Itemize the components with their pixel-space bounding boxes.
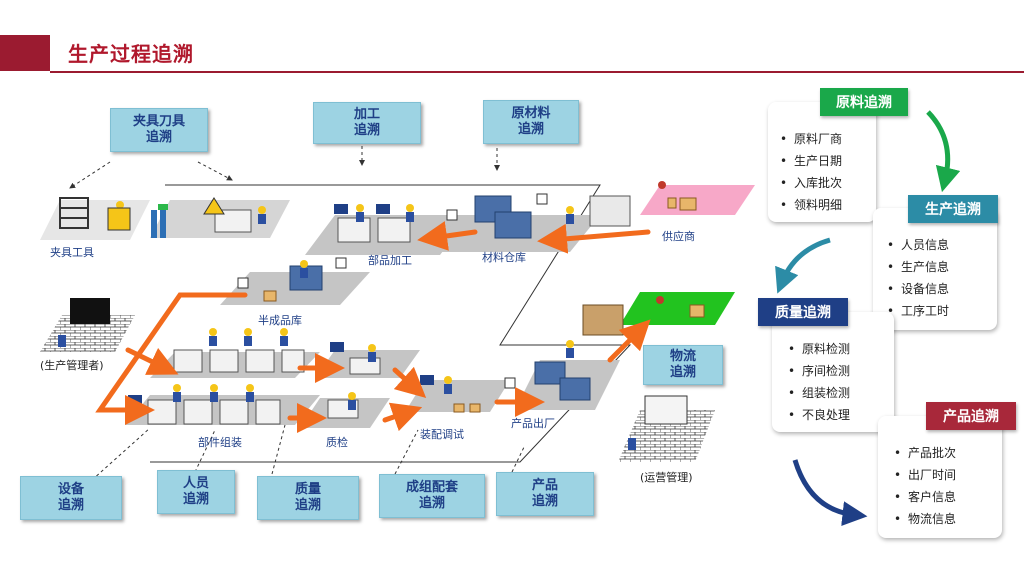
logistics-trace-line1: 物流 [669, 349, 696, 364]
label-semi-finished-warehouse: 半成品库 [258, 314, 302, 327]
logistics-trace-box: 物流追溯 [643, 345, 723, 385]
kitting-trace-line1: 成组配套 [405, 480, 458, 495]
personnel-trace-line1: 人员 [182, 476, 209, 491]
production-trace-card: 人员信息 生产信息 设备信息 工序工时 [873, 208, 997, 330]
material-trace-line2: 追溯 [517, 122, 544, 137]
product-trace-card: 产品批次 出厂时间 客户信息 物流信息 [878, 416, 1002, 538]
header-accent-bar [0, 35, 50, 71]
product-item-3: 客户信息 [894, 486, 956, 508]
fixture-trace-line1: 夹具刀具 [132, 114, 185, 129]
raw-material-trace-card: 原料厂商 生产日期 入库批次 领料明细 [768, 102, 876, 222]
machining-trace-box: 加工追溯 [313, 102, 421, 144]
raw-material-trace-title: 原料追溯 [820, 88, 908, 116]
quality-trace-card: 原料检测 序间检测 组装检测 不良处理 [772, 312, 894, 432]
material-trace-box: 原材料追溯 [483, 100, 579, 144]
kitting-trace-box: 成组配套追溯 [379, 474, 485, 518]
quality-trace-title: 质量追溯 [758, 298, 848, 326]
production-trace-title: 生产追溯 [908, 195, 998, 223]
label-parts-machining: 部品加工 [368, 254, 412, 267]
page-title: 生产过程追溯 [68, 42, 194, 66]
header-divider [50, 71, 1024, 73]
label-material-warehouse: 材料仓库 [482, 251, 526, 264]
logistics-trace-line2: 追溯 [669, 365, 696, 380]
product-trace-box: 产品追溯 [496, 472, 594, 516]
qual-item-2: 序间检测 [788, 360, 850, 382]
label-parts-assembly: 部件组装 [198, 436, 242, 449]
raw-item-2: 生产日期 [780, 150, 842, 172]
quality-trace-box: 质量追溯 [257, 476, 359, 520]
label-quality-inspection: 质检 [326, 436, 348, 449]
fixture-trace-line2: 追溯 [145, 130, 172, 145]
equipment-trace-line1: 设备 [57, 482, 84, 497]
quality-trace-line2: 追溯 [294, 498, 321, 513]
qual-item-3: 组装检测 [788, 382, 850, 404]
kitting-trace-line2: 追溯 [418, 496, 445, 511]
label-fixture-tools: 夹具工具 [50, 246, 94, 259]
fixture-tool-trace-box: 夹具刀具追溯 [110, 108, 208, 152]
qual-item-4: 不良处理 [788, 404, 850, 426]
equipment-trace-line2: 追溯 [57, 498, 84, 513]
prod-item-2: 生产信息 [887, 256, 949, 278]
label-assembly-debug: 装配调试 [420, 428, 464, 441]
qual-item-1: 原料检测 [788, 338, 850, 360]
raw-item-1: 原料厂商 [780, 128, 842, 150]
prod-item-4: 工序工时 [887, 300, 949, 322]
label-production-manager: (生产管理者) [40, 359, 104, 372]
raw-item-3: 入库批次 [780, 172, 842, 194]
product-trace-line2: 追溯 [531, 494, 558, 509]
machining-trace-line1: 加工 [353, 107, 380, 122]
product-item-4: 物流信息 [894, 508, 956, 530]
product-item-2: 出厂时间 [894, 464, 956, 486]
personnel-trace-box: 人员追溯 [157, 470, 235, 514]
personnel-trace-line2: 追溯 [182, 492, 209, 507]
material-trace-line1: 原材料 [511, 106, 551, 121]
machining-trace-line2: 追溯 [353, 123, 380, 138]
label-supplier: 供应商 [662, 230, 695, 243]
prod-item-3: 设备信息 [887, 278, 949, 300]
product-item-1: 产品批次 [894, 442, 956, 464]
equipment-trace-box: 设备追溯 [20, 476, 122, 520]
product-trace-line1: 产品 [531, 478, 558, 493]
raw-item-4: 领料明细 [780, 194, 842, 216]
quality-trace-line1: 质量 [294, 482, 321, 497]
label-product-shipping: 产品出厂 [511, 417, 555, 430]
product-trace-title: 产品追溯 [926, 402, 1016, 430]
prod-item-1: 人员信息 [887, 234, 949, 256]
label-operations-management: (运营管理) [640, 471, 693, 484]
